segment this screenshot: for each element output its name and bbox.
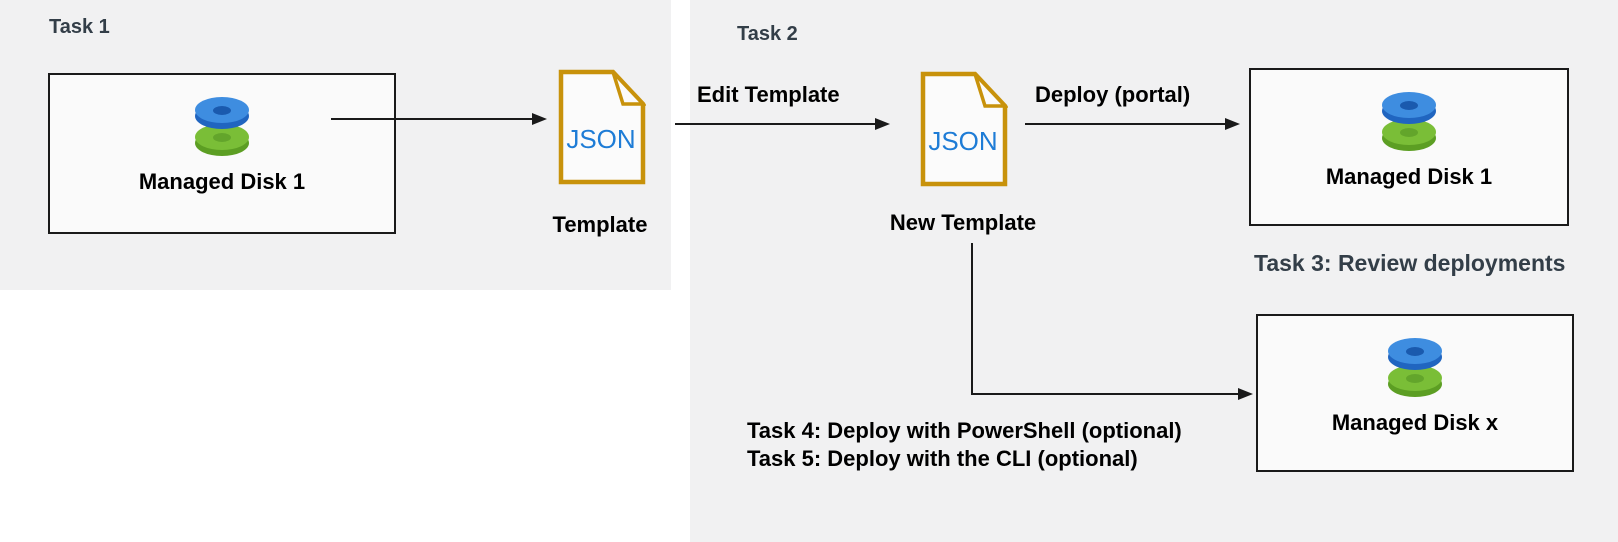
managed-disk-1-source-box: Managed Disk 1 [48, 73, 396, 234]
managed-disk-x-label: Managed Disk x [1331, 410, 1499, 435]
edit-template-arrow-head [875, 118, 890, 130]
json-file-icon: JSON [558, 69, 646, 185]
cli-deploy-arrow-vertical [971, 243, 973, 394]
managed-disk-icon [1382, 92, 1436, 151]
task3-heading: Task 3: Review deployments [1254, 250, 1566, 276]
cli-deploy-arrow-head [1238, 388, 1253, 400]
disk-top-platter [195, 97, 249, 129]
task1-heading: Task 1 [49, 16, 110, 38]
json-file-icon: JSON [920, 71, 1008, 187]
disk-top-platter [1388, 338, 1442, 370]
edit-template-arrow-line [675, 123, 875, 125]
disk-top-platter [1382, 92, 1436, 124]
task45-notes: Task 4: Deploy with PowerShell (optional… [747, 417, 1182, 473]
edit-template-label: Edit Template [697, 82, 840, 107]
template-caption: Template [552, 212, 648, 237]
task5-note: Task 5: Deploy with the CLI (optional) [747, 446, 1138, 471]
disk-bottom-platter [1388, 365, 1442, 397]
task2-heading: Task 2 [737, 23, 798, 45]
folded-corner [973, 72, 1008, 108]
managed-disk-icon [195, 97, 249, 156]
deploy-portal-arrow-head [1225, 118, 1240, 130]
folded-corner [611, 70, 646, 106]
json-file-label: JSON [928, 126, 997, 156]
managed-disk-icon [1388, 338, 1442, 397]
managed-disk-1-deployed-label: Managed Disk 1 [1325, 164, 1493, 189]
managed-disk-x-box: Managed Disk x [1256, 314, 1574, 472]
export-arrow-line [331, 118, 532, 120]
deploy-portal-arrow-line [1025, 123, 1225, 125]
deploy-portal-label: Deploy (portal) [1035, 82, 1191, 107]
managed-disk-1-label: Managed Disk 1 [138, 169, 306, 194]
export-arrow-head [532, 113, 547, 125]
task4-note: Task 4: Deploy with PowerShell (optional… [747, 418, 1182, 443]
new-template-caption: New Template [889, 210, 1037, 235]
cli-deploy-arrow-horizontal [971, 393, 1238, 395]
managed-disk-1-deployed-box: Managed Disk 1 [1249, 68, 1569, 226]
json-file-label: JSON [566, 124, 635, 154]
